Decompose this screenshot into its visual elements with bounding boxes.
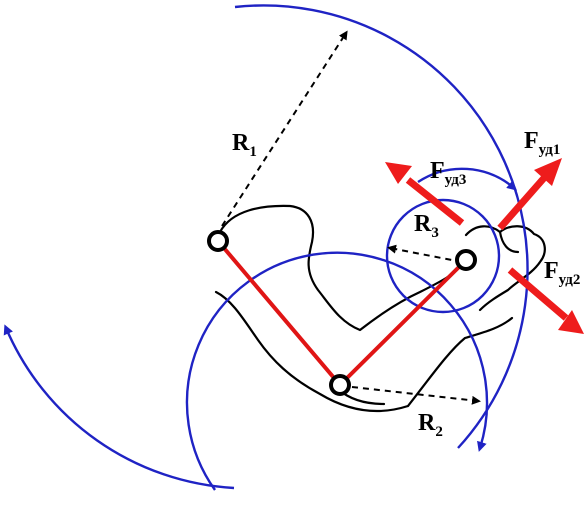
label-r3: R3	[414, 211, 439, 241]
force-arrow-fud3	[385, 162, 465, 226]
radius-r1-line	[221, 30, 348, 227]
wrist-joint	[455, 249, 477, 271]
shoulder-rotation-arc-r1	[234, 4, 529, 449]
force-arrow-fud2	[507, 267, 584, 334]
arm-outline	[214, 204, 546, 412]
label-r1: R1	[232, 130, 257, 160]
force-arrow-fud1	[497, 158, 562, 231]
force-arrows	[385, 158, 584, 334]
wrist-rotation-circle-r3	[385, 198, 501, 314]
finger-knuckles	[498, 230, 520, 254]
upper-arm-link	[216, 239, 342, 387]
label-fud1: Fуд1	[524, 128, 560, 158]
shoulder-joint	[207, 230, 229, 252]
joints	[207, 230, 477, 396]
links	[216, 239, 468, 387]
rotation-arcs	[3, 4, 529, 491]
label-fud2: Fуд2	[544, 258, 580, 288]
upper-arm-top-outline	[218, 204, 466, 332]
label-fud3: Fуд3	[430, 158, 466, 188]
wrist-rotation-arrow-arc	[417, 167, 518, 191]
radius-r3-line	[387, 244, 463, 263]
elbow-joint	[329, 374, 351, 396]
radius-r2-line	[351, 386, 481, 405]
label-r2: R2	[418, 410, 443, 440]
forearm-lower-outline	[406, 316, 514, 408]
radius-lines	[221, 30, 481, 405]
elbow-rotation-circle-r2	[185, 251, 489, 491]
upper-arm-bottom-outline	[214, 290, 410, 412]
forearm-link	[338, 258, 468, 387]
fist-outline	[464, 225, 546, 312]
shoulder-rotation-arc-r1-lower	[3, 324, 235, 490]
